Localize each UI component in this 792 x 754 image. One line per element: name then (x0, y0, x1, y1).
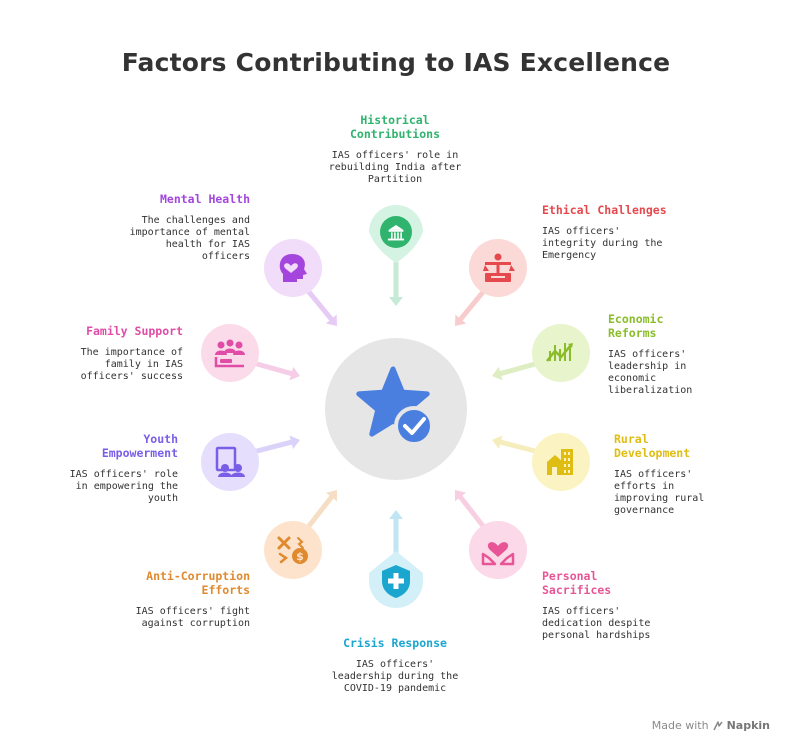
arrow-crisis (389, 510, 403, 556)
factor-title: Youth Empowerment (101, 432, 178, 460)
label-historical: Historical Contributions IAS officers' r… (325, 113, 465, 186)
anti-bribery-icon: $ (277, 536, 308, 564)
hands-heart-icon (481, 542, 515, 566)
factor-description: IAS officers' fight against corruption (135, 606, 250, 629)
star-check-icon (356, 366, 434, 446)
arrow-ethical (455, 289, 486, 326)
factor-title: Mental Health (159, 192, 250, 206)
balance-scale-icon (483, 253, 515, 282)
arrow-rural (492, 435, 538, 454)
factor-description: IAS officers' role in empowering the you… (69, 469, 178, 504)
factor-title: Rural Development (614, 432, 691, 460)
node-sacrifices (469, 521, 527, 579)
footer-brand: Napkin (726, 719, 770, 732)
factor-description: IAS officers' leadership during the COVI… (331, 659, 459, 694)
youth-board-icon (215, 446, 245, 477)
footer-prefix: Made with (651, 719, 709, 732)
arrow-family (254, 361, 300, 381)
family-group-icon (214, 339, 245, 368)
label-ethical: Ethical Challenges IAS officers' integri… (542, 203, 672, 262)
factor-description: IAS officers' integrity during the Emerg… (542, 226, 663, 261)
factor-title: Historical Contributions (349, 113, 440, 141)
node-family (201, 324, 259, 382)
factor-description: IAS officers' leadership in economic lib… (608, 349, 693, 396)
factor-title: Economic Reforms (608, 312, 664, 340)
head-heart-icon (279, 254, 307, 282)
factor-title: Personal Sacrifices (542, 569, 612, 597)
arrow-sacrifices (455, 490, 486, 529)
arrow-youth (254, 435, 300, 454)
node-anticorruption: $ (264, 521, 322, 579)
node-crisis (369, 551, 423, 608)
label-youth: Youth Empowerment IAS officers' role in … (68, 432, 178, 505)
factor-title: Anti-Corruption Efforts (146, 569, 250, 597)
page-title: Factors Contributing to IAS Excellence (121, 48, 671, 77)
label-family: Family Support The importance of family … (63, 324, 183, 383)
arrow-mental (306, 289, 337, 326)
arrow-historical (389, 260, 403, 306)
factor-description: IAS officers' role in rebuilding India a… (328, 150, 462, 185)
factor-title: Family Support (86, 324, 183, 338)
factor-title: Ethical Challenges (542, 203, 667, 217)
label-crisis: Crisis Response IAS officers' leadership… (325, 636, 465, 695)
napkin-logo-icon (712, 720, 723, 730)
factor-title: Crisis Response (343, 636, 447, 650)
factor-description: IAS officers' efforts in improving rural… (614, 469, 705, 516)
government-building-icon (387, 224, 405, 241)
footer-credit: Made with Napkin (652, 719, 770, 732)
arrow-anticorruption (306, 490, 337, 529)
node-economic (532, 324, 590, 382)
node-rural (532, 433, 590, 491)
svg-text:$: $ (296, 550, 304, 563)
node-mental (264, 239, 322, 297)
label-rural: Rural Development IAS officers' efforts … (614, 432, 724, 517)
arrow-economic (492, 361, 538, 381)
node-youth (201, 433, 259, 491)
node-historical (369, 205, 423, 263)
label-economic: Economic Reforms IAS officers' leadershi… (608, 312, 708, 397)
factor-description: The importance of family in IAS officers… (80, 347, 183, 382)
medical-shield-icon (382, 565, 410, 598)
factor-description: The challenges and importance of mental … (129, 215, 250, 262)
label-sacrifices: Personal Sacrifices IAS officers' dedica… (542, 569, 662, 642)
label-anticorruption: Anti-Corruption Efforts IAS officers' fi… (130, 569, 250, 630)
stock-chart-icon (546, 343, 573, 362)
node-ethical (469, 239, 527, 297)
factor-description: IAS officers' dedication despite persona… (542, 606, 651, 641)
village-buildings-icon (547, 449, 573, 475)
label-mental: Mental Health The challenges and importa… (120, 192, 250, 263)
